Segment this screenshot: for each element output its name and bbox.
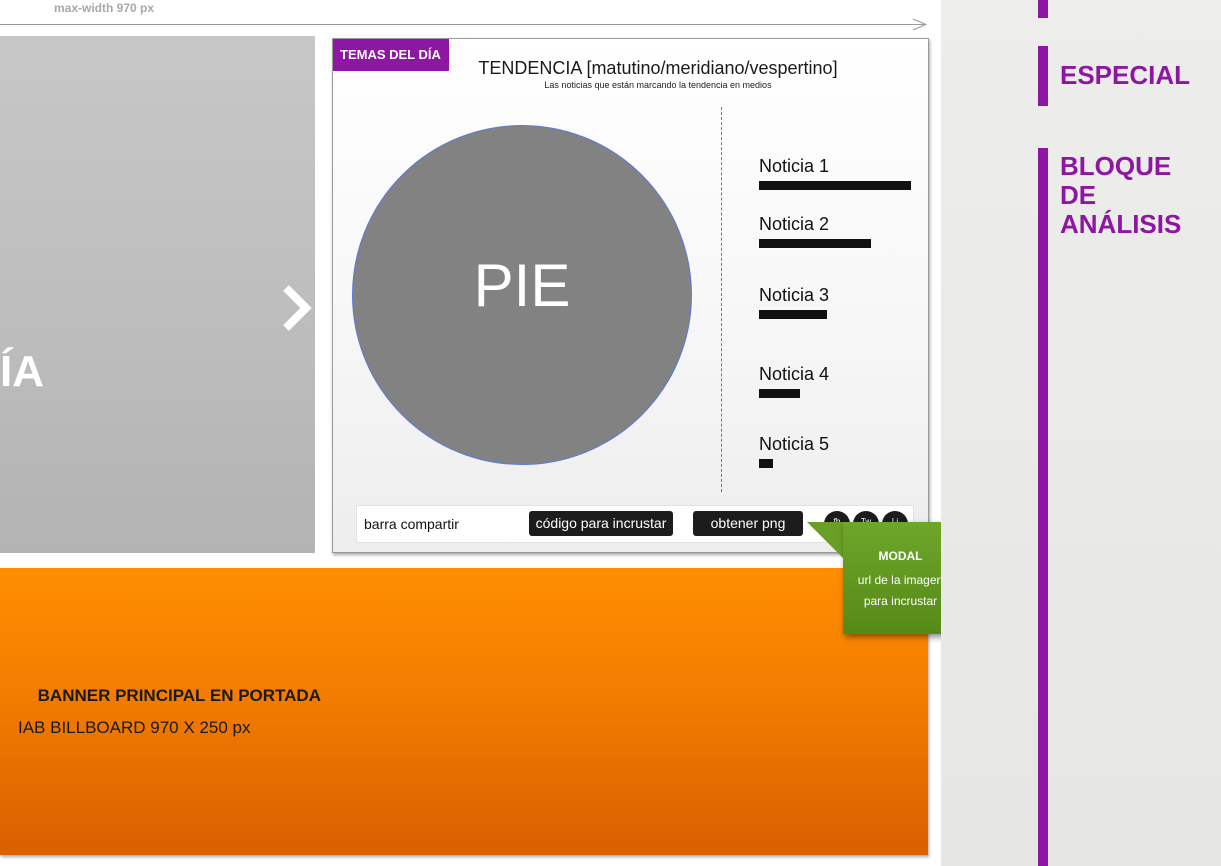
modal-pointer xyxy=(807,522,843,558)
modal-text: url de la imagen para incrustar xyxy=(843,570,958,612)
trend-widget: TEMAS DEL DÍA TENDENCIA [matutino/meridi… xyxy=(332,38,929,553)
max-width-label: max-width 970 px xyxy=(54,1,155,15)
sidebar-label-line: BLOQUE xyxy=(1060,151,1172,181)
slide-title: ÍA xyxy=(0,347,44,396)
max-width-ruler xyxy=(0,24,924,25)
right-sidebar: ESPECIAL BLOQUE DE ANÁLISIS xyxy=(941,0,1221,866)
news-bar xyxy=(759,389,800,398)
banner-title: BANNER PRINCIPAL EN PORTADA xyxy=(37,686,321,705)
news-item[interactable]: Noticia 1 xyxy=(759,156,911,190)
modal-text-line: url de la imagen xyxy=(857,573,944,587)
news-item[interactable]: Noticia 2 xyxy=(759,214,871,248)
widget-subtitle: Las noticias que están marcando la tende… xyxy=(544,80,772,90)
modal-text-line: para incrustar xyxy=(863,594,938,608)
sidebar-label-line: ANÁLISIS xyxy=(1060,209,1182,239)
widget-title: TENDENCIA [matutino/meridiano/vespertino… xyxy=(478,58,838,78)
news-item[interactable]: Noticia 3 xyxy=(759,285,829,319)
get-png-button[interactable]: obtener png xyxy=(693,511,803,536)
embed-code-button[interactable]: código para incrustar xyxy=(529,511,673,536)
banner-subtitle: IAB BILLBOARD 970 X 250 px xyxy=(18,718,251,737)
embed-modal[interactable]: MODAL url de la imagen para incrustar xyxy=(807,522,958,634)
news-label: Noticia 4 xyxy=(759,364,830,384)
hero-slider[interactable]: ÍA xyxy=(0,36,315,553)
sidebar-item-especial[interactable]: ESPECIAL xyxy=(1060,60,1191,90)
news-bar xyxy=(759,459,773,468)
modal-title: MODAL xyxy=(878,549,923,563)
news-bar xyxy=(759,239,871,248)
news-label: Noticia 5 xyxy=(759,434,830,454)
pie-label: PIE xyxy=(473,252,571,319)
news-bar xyxy=(759,181,911,190)
pie-chart[interactable]: PIE xyxy=(352,125,692,465)
news-label: Noticia 2 xyxy=(759,214,830,234)
page-canvas: max-width 970 px ÍA TEMAS DEL DÍA TENDEN… xyxy=(0,1,958,855)
share-bar-label: barra compartir xyxy=(364,516,459,532)
news-item[interactable]: Noticia 5 xyxy=(759,434,829,468)
news-bar xyxy=(759,310,827,319)
main-banner[interactable]: BANNER PRINCIPAL EN PORTADA IAB BILLBOAR… xyxy=(0,568,928,855)
news-label: Noticia 1 xyxy=(759,156,830,176)
widget-tab[interactable]: TEMAS DEL DÍA xyxy=(333,39,449,71)
sidebar-accent-bar xyxy=(1038,148,1048,866)
sidebar-item-bloque-analisis[interactable]: BLOQUE DE ANÁLISIS xyxy=(1060,152,1210,239)
news-item[interactable]: Noticia 4 xyxy=(759,364,829,398)
news-label: Noticia 3 xyxy=(759,285,830,305)
chevron-right-icon[interactable] xyxy=(280,284,314,332)
sidebar-accent-bar xyxy=(1038,46,1048,106)
sidebar-accent-bar xyxy=(1038,0,1048,18)
column-divider xyxy=(721,107,722,492)
modal-body xyxy=(843,522,958,634)
sidebar-label-line: DE xyxy=(1060,180,1097,210)
